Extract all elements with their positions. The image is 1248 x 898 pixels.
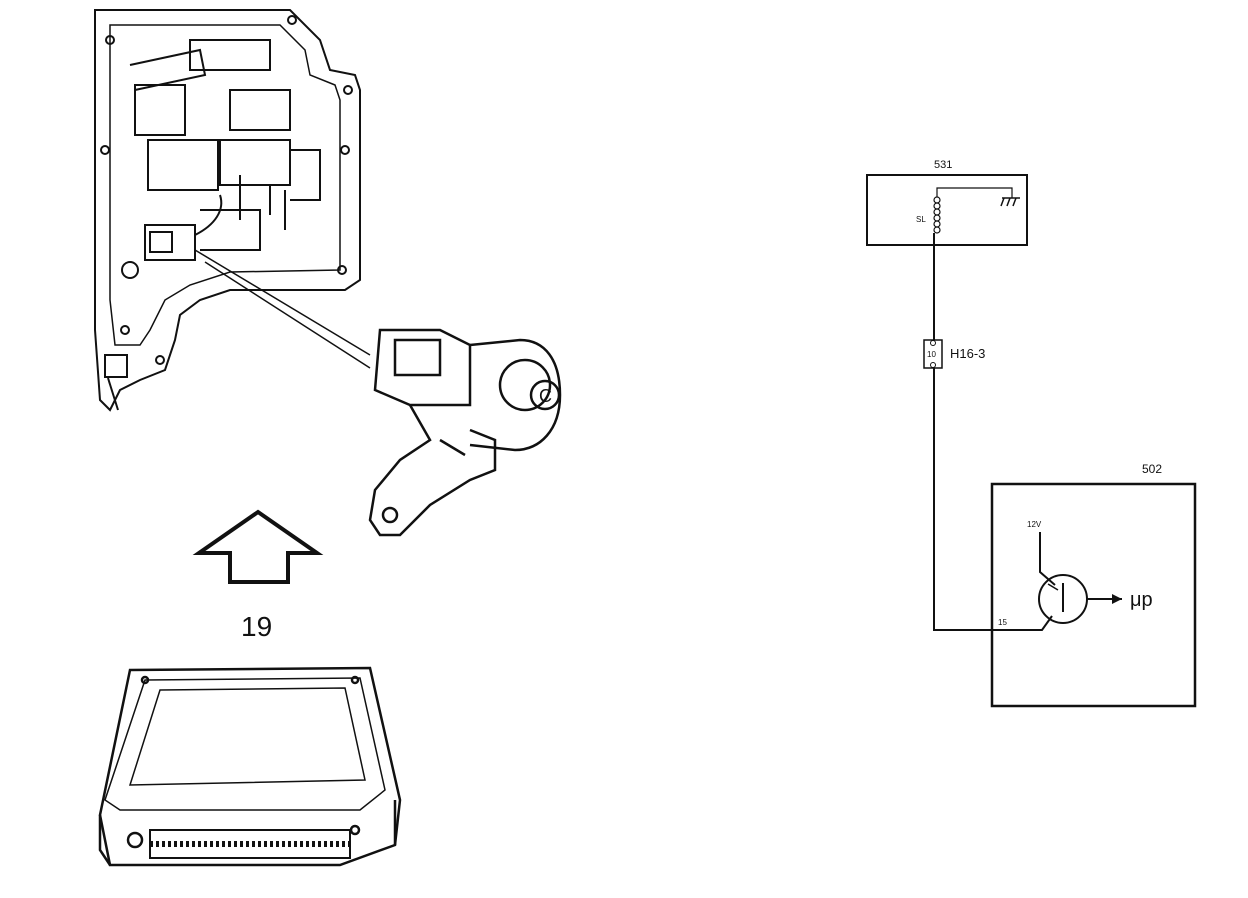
coil-symbol — [933, 187, 1013, 234]
coil-label: SL — [916, 215, 926, 224]
connector-h16: 10 H16-3 — [923, 339, 985, 369]
ecu-module-illustration — [98, 666, 402, 867]
connector-label: H16-3 — [950, 346, 985, 361]
valve-body-illustration — [94, 9, 361, 412]
ecu-box: 502 12V 15 μp — [990, 462, 1197, 708]
solenoid-unit-label: 531 — [934, 159, 952, 171]
supply-label: 12V — [1027, 520, 1042, 529]
step-number: 19 — [241, 611, 272, 642]
solenoid-unit-box: 531 SL — [866, 159, 1028, 246]
svg-text:C: C — [539, 386, 552, 406]
wire-segment — [933, 368, 1053, 631]
up-arrow-icon — [192, 509, 324, 584]
ecu-label: 502 — [1142, 462, 1162, 476]
connector-pin-label: 10 — [927, 350, 936, 359]
terminal-label: 15 — [998, 618, 1007, 627]
transistor-symbol — [1038, 532, 1122, 624]
output-label: μp — [1130, 589, 1153, 611]
leader-lines — [194, 249, 371, 369]
solenoid-illustration: C — [368, 328, 562, 537]
ground-icon — [1000, 197, 1020, 207]
